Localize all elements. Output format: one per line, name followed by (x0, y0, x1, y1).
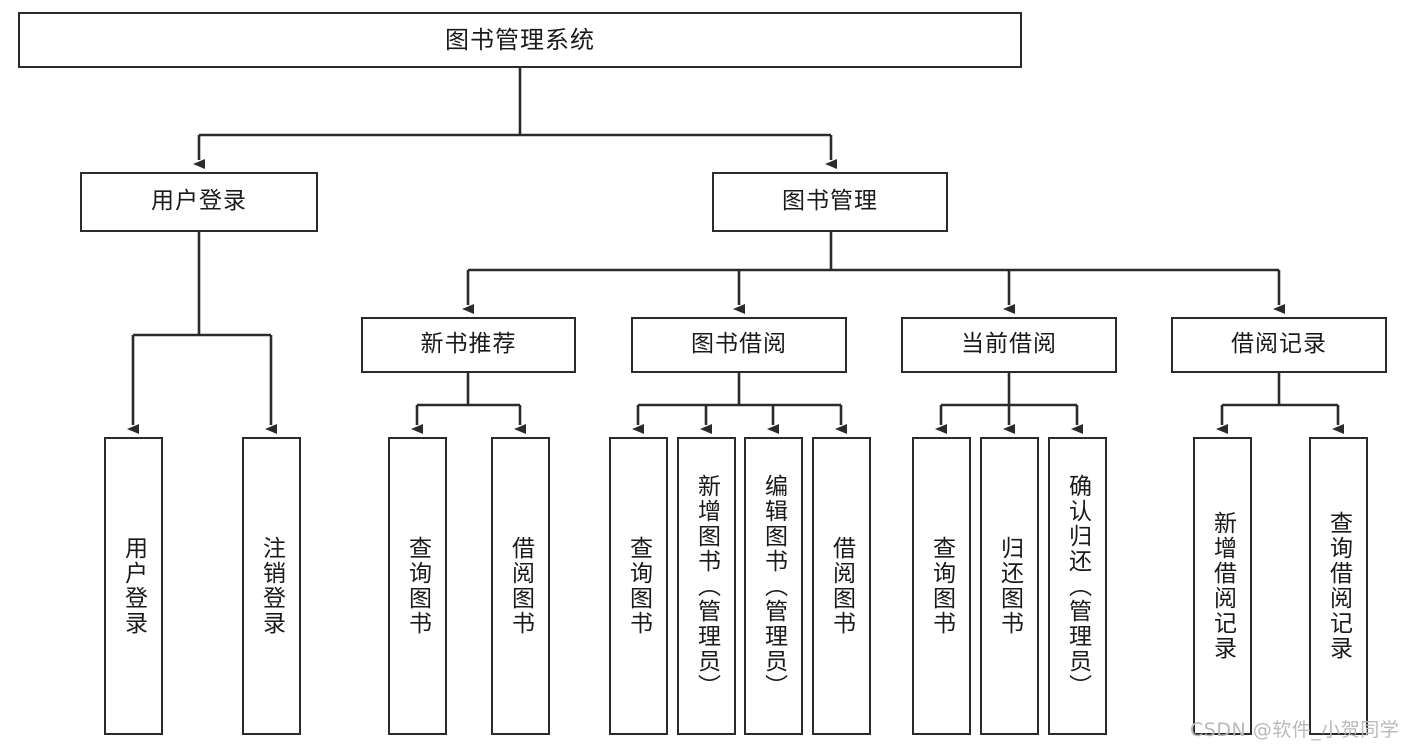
edge-group-user-login (127, 232, 277, 434)
node-book-manage[interactable]: 图书管理 (712, 172, 948, 232)
leaf-label: 确认归还（管理员） (1064, 473, 1091, 699)
leaf-user-login-logout[interactable]: 注销登录 (242, 437, 301, 735)
leaf-label: 借阅图书 (828, 536, 855, 636)
leaf-current-borrow-query[interactable]: 查询图书 (912, 437, 971, 735)
leaf-borrow-record-add[interactable]: 新增借阅记录 (1193, 437, 1252, 735)
node-book-borrow[interactable]: 图书借阅 (631, 317, 847, 373)
leaf-book-borrow-add[interactable]: 新增图书（管理员） (677, 437, 736, 735)
leaf-label: 借阅图书 (507, 536, 534, 636)
node-new-book-recommend[interactable]: 新书推荐 (361, 317, 576, 373)
leaf-book-borrow-query[interactable]: 查询图书 (609, 437, 668, 735)
node-root-system[interactable]: 图书管理系统 (18, 12, 1022, 68)
node-label: 图书管理系统 (445, 25, 595, 54)
node-label: 当前借阅 (961, 331, 1057, 358)
leaf-label: 查询图书 (404, 536, 431, 636)
edge-group-book-manage (462, 232, 1285, 314)
leaf-new-book-query[interactable]: 查询图书 (388, 437, 447, 735)
edge-group-current-borrow (935, 373, 1083, 434)
edge-group-borrow-record (1216, 373, 1344, 434)
leaf-label: 查询借阅记录 (1325, 511, 1352, 661)
edge-group-book-borrow (632, 373, 847, 434)
edge-group-root (193, 68, 837, 169)
node-label: 借阅记录 (1231, 331, 1327, 358)
node-label: 图书借阅 (691, 331, 787, 358)
leaf-borrow-record-query[interactable]: 查询借阅记录 (1309, 437, 1368, 735)
node-label: 用户登录 (151, 188, 247, 215)
leaf-label: 新增图书（管理员） (693, 473, 720, 699)
leaf-current-borrow-return[interactable]: 归还图书 (980, 437, 1039, 735)
leaf-label: 新增借阅记录 (1209, 511, 1236, 661)
leaf-label: 编辑图书（管理员） (760, 473, 787, 699)
leaf-label: 查询图书 (928, 536, 955, 636)
node-current-borrow[interactable]: 当前借阅 (901, 317, 1117, 373)
leaf-label: 用户登录 (120, 536, 147, 636)
leaf-label: 归还图书 (996, 536, 1023, 636)
csdn-watermark: CSDN @软件_小贺同学 (1190, 719, 1400, 741)
node-label: 图书管理 (782, 188, 878, 215)
edge-group-new-book (411, 373, 526, 434)
node-borrow-record[interactable]: 借阅记录 (1171, 317, 1387, 373)
leaf-label: 注销登录 (258, 536, 285, 636)
leaf-label: 查询图书 (625, 536, 652, 636)
node-label: 新书推荐 (420, 331, 517, 358)
leaf-book-borrow-borrow[interactable]: 借阅图书 (812, 437, 871, 735)
leaf-user-login-login[interactable]: 用户登录 (104, 437, 163, 735)
node-user-login[interactable]: 用户登录 (80, 172, 318, 232)
leaf-new-book-borrow[interactable]: 借阅图书 (491, 437, 550, 735)
leaf-current-borrow-confirm-return[interactable]: 确认归还（管理员） (1048, 437, 1107, 735)
leaf-book-borrow-edit[interactable]: 编辑图书（管理员） (744, 437, 803, 735)
